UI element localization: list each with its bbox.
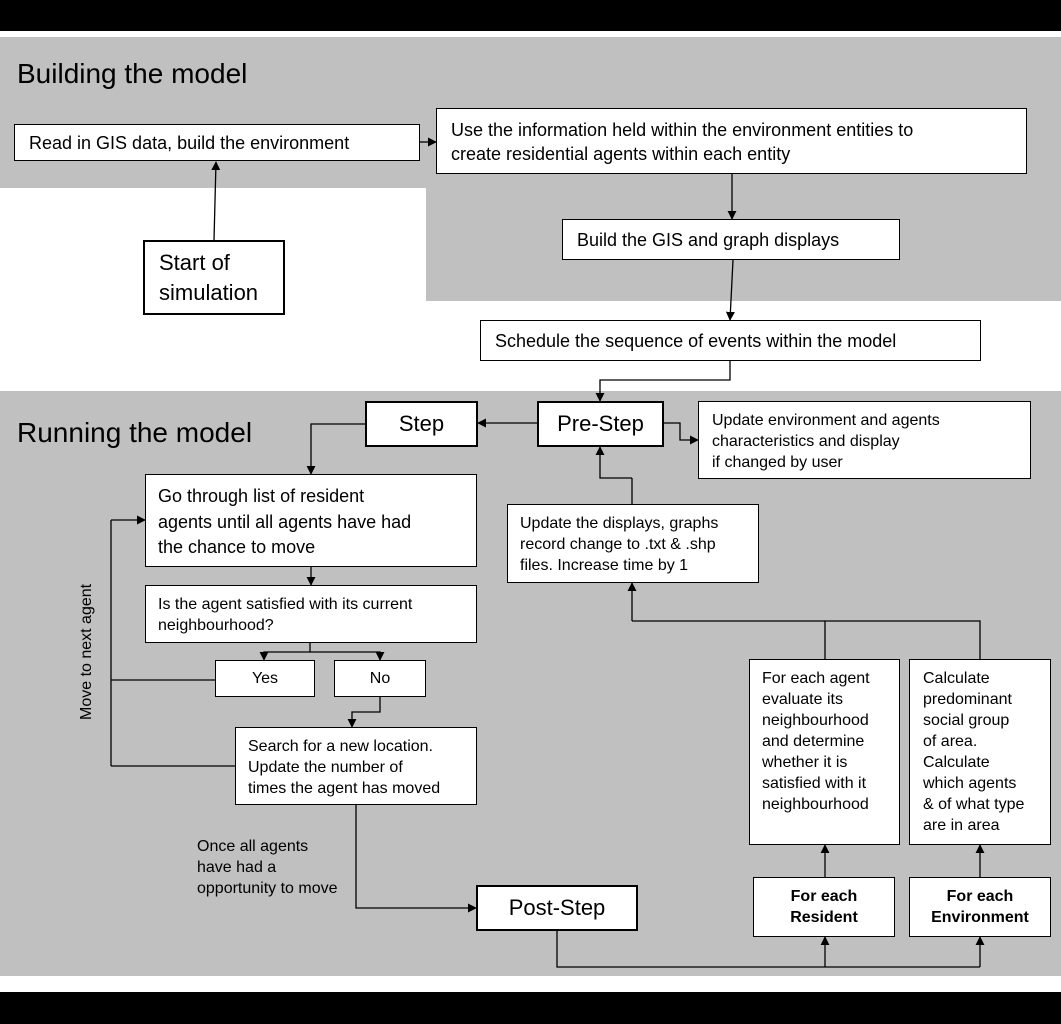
bottom-bar	[0, 992, 1061, 1024]
building-section-title: Building the model	[17, 58, 248, 89]
update-environment-box: Update environment and agents characteri…	[698, 401, 1031, 479]
once-all-agents-label: Once all agents have had a opportunity t…	[197, 838, 338, 897]
step-box: Step	[365, 401, 478, 447]
for-each-resident-box: For each Resident	[753, 877, 895, 937]
read-gis-box: Read in GIS data, build the environment	[14, 124, 420, 161]
move-to-next-agent-label: Move to next agent	[78, 583, 95, 720]
for-each-environment-box: For each Environment	[909, 877, 1051, 937]
update-displays-box: Update the displays, graphs record chang…	[507, 504, 759, 583]
schedule-events-box: Schedule the sequence of events within t…	[480, 320, 981, 361]
top-bar	[0, 0, 1061, 31]
calculate-social-group-box: Calculate predominant social group of ar…	[909, 659, 1051, 845]
post-step-box: Post-Step	[476, 885, 638, 931]
go-through-agents-box: Go through list of resident agents until…	[145, 474, 477, 567]
create-agents-box: Use the information held within the envi…	[436, 108, 1027, 174]
search-location-box: Search for a new location. Update the nu…	[235, 727, 477, 805]
no-box: No	[334, 660, 426, 697]
yes-box: Yes	[215, 660, 315, 697]
agent-satisfied-question-box: Is the agent satisfied with its current …	[145, 585, 477, 643]
build-displays-box: Build the GIS and graph displays	[562, 219, 900, 260]
pre-step-box: Pre-Step	[537, 401, 664, 447]
start-of-simulation-box: Start of simulation	[143, 240, 285, 315]
running-section-title: Running the model	[17, 417, 253, 448]
evaluate-neighbourhood-box: For each agent evaluate its neighbourhoo…	[749, 659, 900, 845]
